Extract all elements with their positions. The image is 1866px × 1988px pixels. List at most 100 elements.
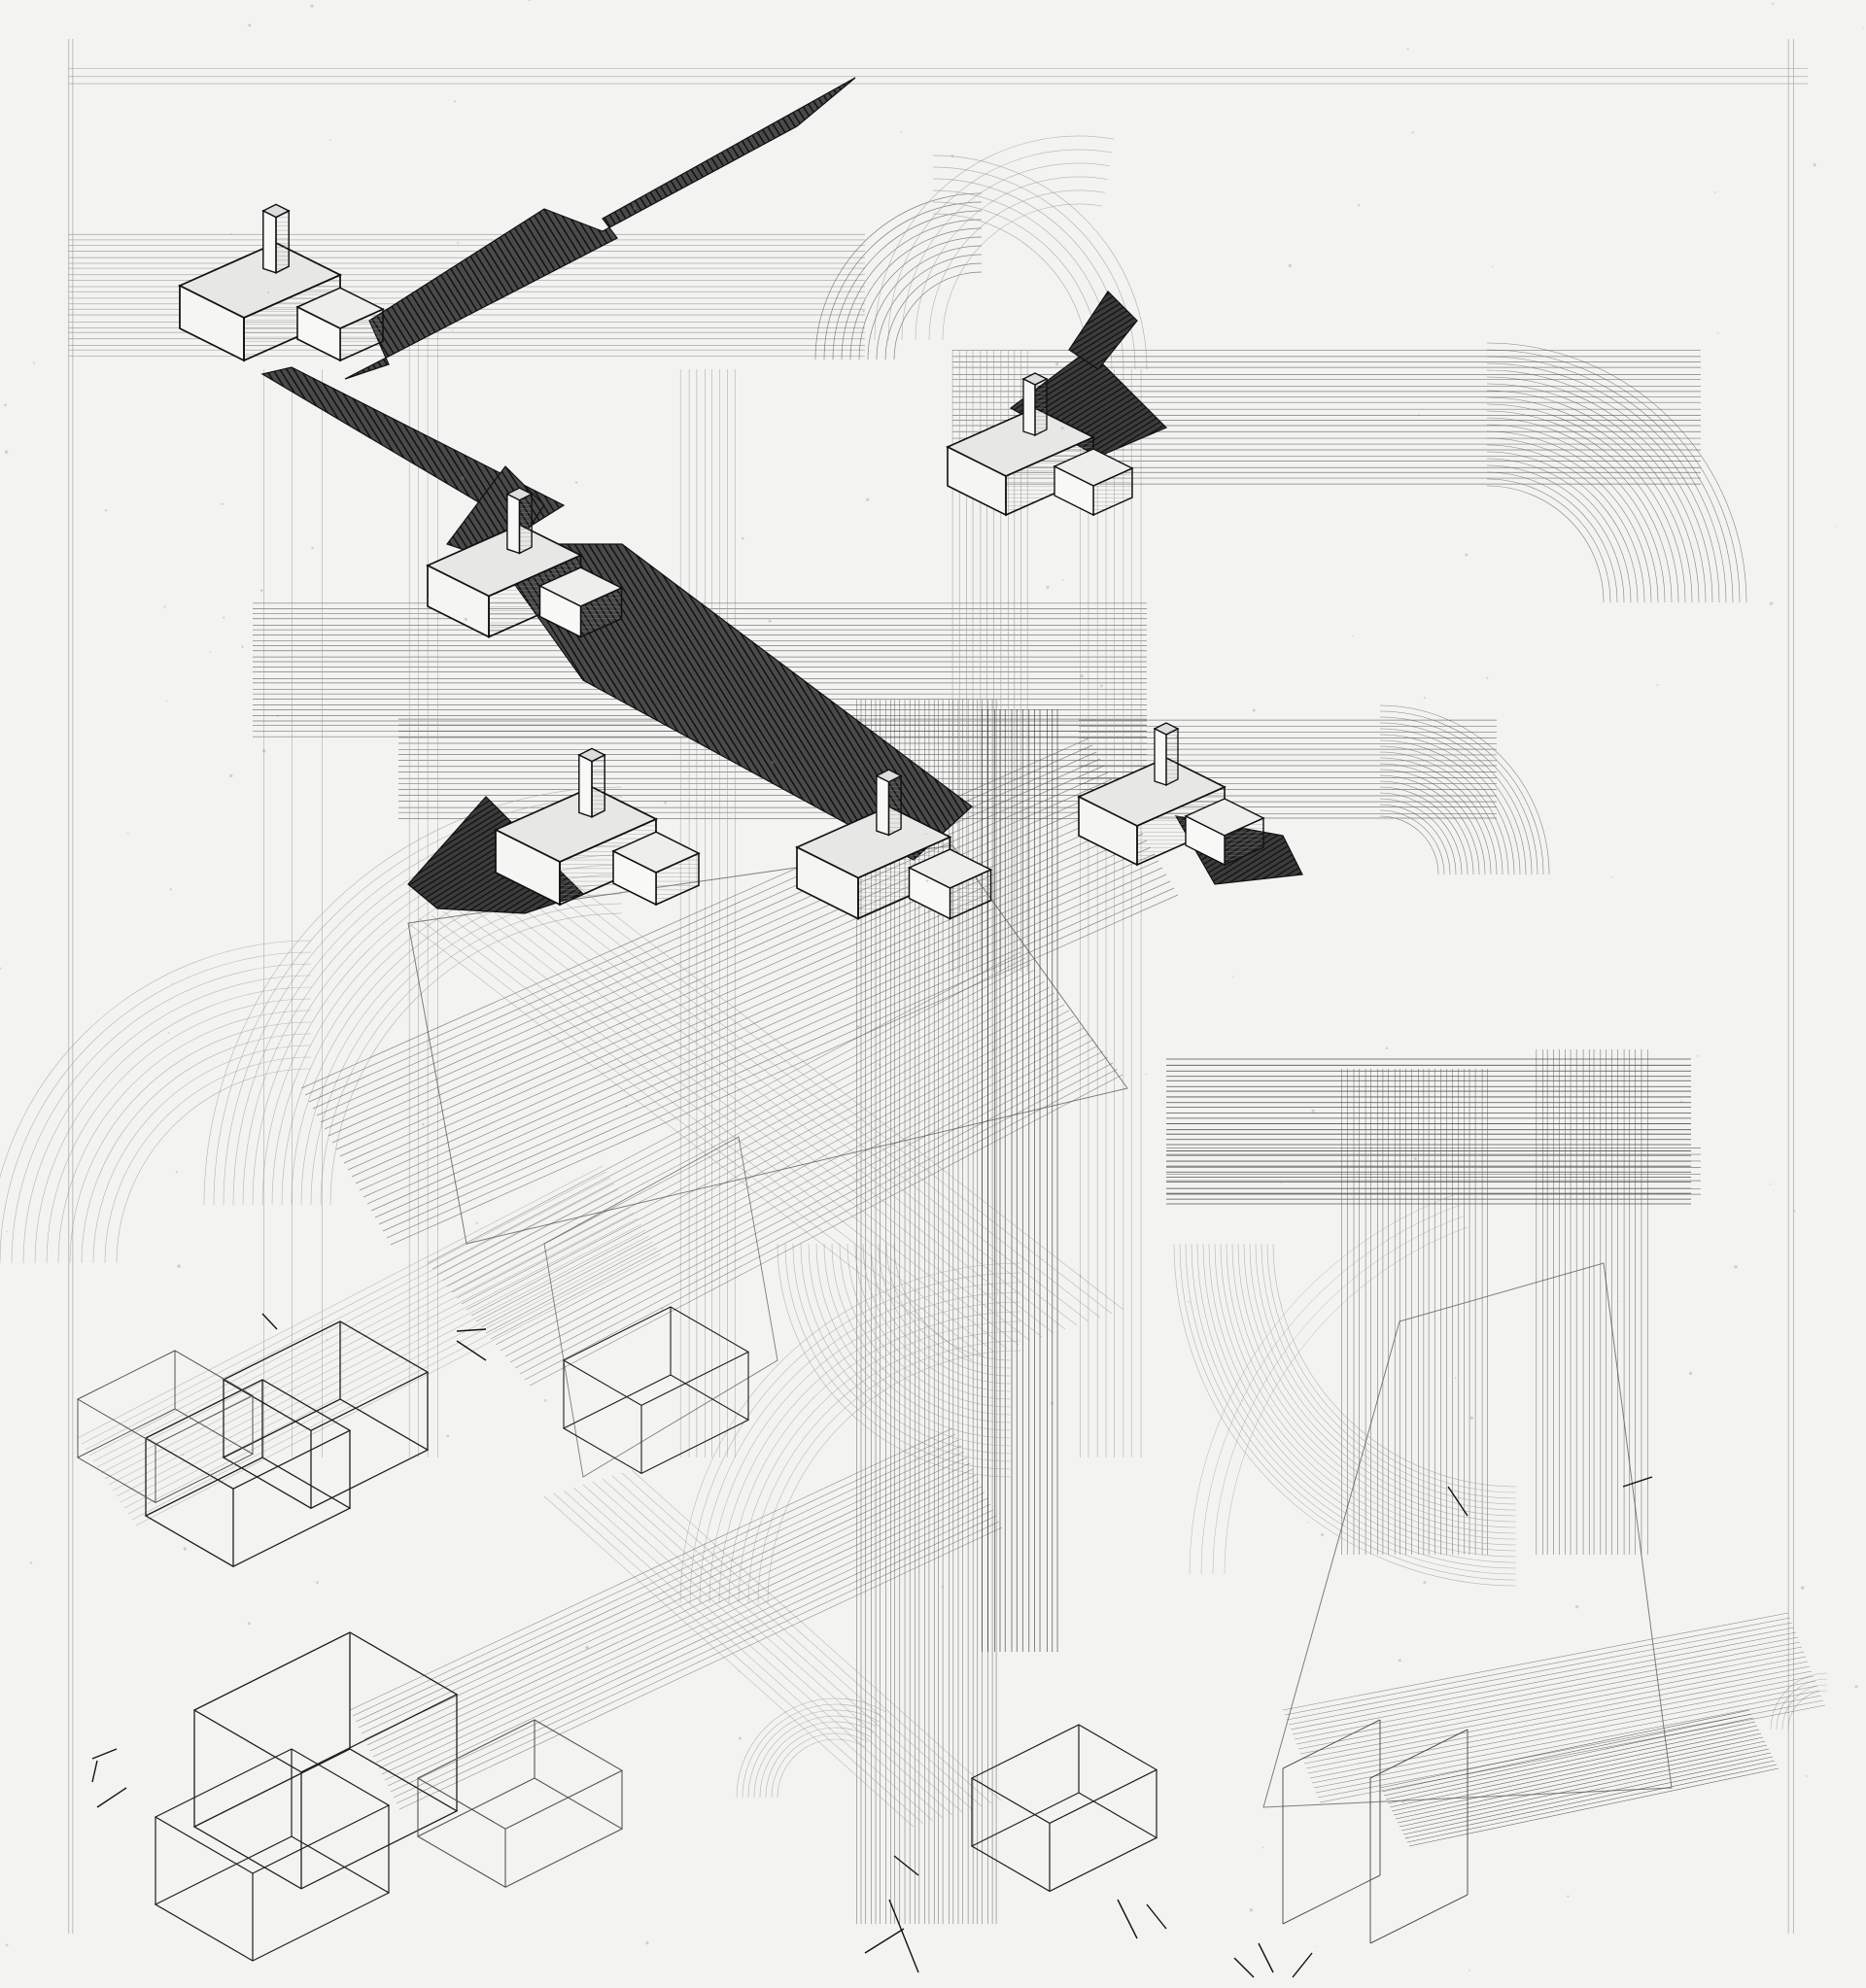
projection-line: [1313, 1690, 1820, 1789]
projection-arc: [1196, 1243, 1517, 1563]
projection-arc: [1486, 437, 1652, 603]
projection-line: [372, 1474, 977, 1758]
projection-line: [480, 1015, 1075, 1328]
projection-line: [396, 1521, 1000, 1804]
projection-line: [1389, 1729, 1760, 1808]
paper-speck: [4, 450, 9, 454]
paper-speck: [1405, 1836, 1408, 1839]
projection-arc: [1486, 369, 1720, 603]
projection-arc: [1179, 1243, 1517, 1581]
projection-arc: [800, 1243, 1012, 1455]
projection-arc: [1379, 815, 1439, 875]
projection-line: [386, 887, 1175, 1239]
projection-line: [582, 1484, 953, 1816]
projection-line: [312, 758, 1101, 1110]
paper-speck: [1050, 1401, 1054, 1405]
chimney-side: [275, 209, 290, 274]
paper-speck: [585, 1645, 589, 1650]
paper-speck: [6, 1230, 8, 1233]
projection-arc: [747, 1330, 1021, 1604]
wireframe-house: [416, 1719, 624, 1888]
projection-arc: [858, 236, 983, 360]
paper-speck: [1080, 674, 1084, 678]
paper-speck: [169, 888, 172, 891]
paper-speck: [453, 100, 456, 103]
projection-line: [352, 1433, 956, 1717]
projection-arc: [718, 1301, 1021, 1604]
projection-arc: [1212, 1216, 1465, 1575]
projection-arc: [1255, 1243, 1517, 1505]
projection-line: [427, 951, 1021, 1264]
projection-arc: [1486, 478, 1611, 603]
stray-mark: [864, 1928, 905, 1954]
projection-arc: [1379, 716, 1538, 875]
projection-arc: [1781, 1684, 1828, 1731]
paper-speck: [1060, 427, 1064, 429]
paper-speck: [316, 1581, 319, 1584]
projection-arc: [1379, 809, 1445, 875]
stray-mark: [1292, 1952, 1313, 1978]
projection-line: [572, 1487, 944, 1819]
projection-arc: [878, 1243, 1012, 1377]
projection-arc: [728, 1311, 1021, 1604]
paper-speck: [1834, 525, 1837, 528]
paper-speck: [878, 1063, 881, 1067]
paper-speck: [1321, 1533, 1324, 1537]
paper-speck: [310, 4, 314, 8]
paper-speck: [1680, 1100, 1683, 1104]
projection-arc: [1379, 792, 1463, 875]
stray-mark: [261, 1313, 278, 1330]
paper-speck: [241, 645, 244, 648]
projection-line: [324, 778, 1113, 1130]
paper-speck: [1770, 1183, 1772, 1185]
stray-mark: [456, 1340, 487, 1361]
projection-arc: [874, 135, 1115, 341]
paper-speck: [925, 833, 927, 836]
paper-speck: [1630, 429, 1632, 432]
projection-line: [1303, 1665, 1811, 1765]
projection-line: [1315, 1695, 1822, 1794]
projection-arc: [213, 796, 623, 1206]
stray-mark: [1622, 1476, 1653, 1488]
projection-arc: [1237, 1243, 1517, 1523]
stray-mark: [1258, 1942, 1274, 1973]
paper-speck: [1316, 1945, 1318, 1947]
wing-wall: [1054, 464, 1094, 517]
projection-line: [351, 826, 1140, 1178]
paper-speck: [1620, 1300, 1622, 1302]
wireframe-house: [76, 1350, 255, 1503]
projection-line: [375, 1480, 980, 1764]
paper-speck: [182, 1454, 185, 1456]
projection-arc: [104, 1056, 312, 1264]
projection-line: [112, 1217, 639, 1491]
paper-speck: [1352, 634, 1354, 637]
paper-speck: [464, 617, 468, 622]
paper-speck: [163, 605, 166, 608]
paper-speck: [1385, 1046, 1389, 1050]
projection-line: [366, 1462, 971, 1746]
projection-arc: [1272, 1243, 1517, 1488]
projection-arc: [116, 1068, 312, 1264]
projection-arc: [57, 1010, 312, 1264]
paper-speck: [1311, 1109, 1315, 1113]
projection-line: [378, 1486, 983, 1769]
projection-line: [1399, 1748, 1770, 1828]
projection-line: [1393, 1736, 1764, 1816]
paper-speck: [172, 982, 174, 984]
projection-line: [104, 1206, 631, 1480]
projection-line: [436, 963, 1031, 1276]
projection-line: [441, 969, 1036, 1282]
projection-arc: [823, 201, 983, 360]
paper-speck: [1137, 763, 1140, 765]
projection-line: [361, 1451, 965, 1734]
chimney-side: [578, 753, 593, 818]
paper-speck: [267, 291, 270, 293]
projection-line: [349, 1427, 953, 1711]
paper-speck: [1079, 1274, 1083, 1278]
wireframe-houses: [76, 1306, 1469, 1962]
wing-wall: [1185, 814, 1226, 867]
projection-arc: [1486, 444, 1645, 603]
wireframe-house: [970, 1724, 1158, 1893]
paper-speck: [1401, 1799, 1404, 1803]
paper-speck: [934, 1256, 937, 1259]
